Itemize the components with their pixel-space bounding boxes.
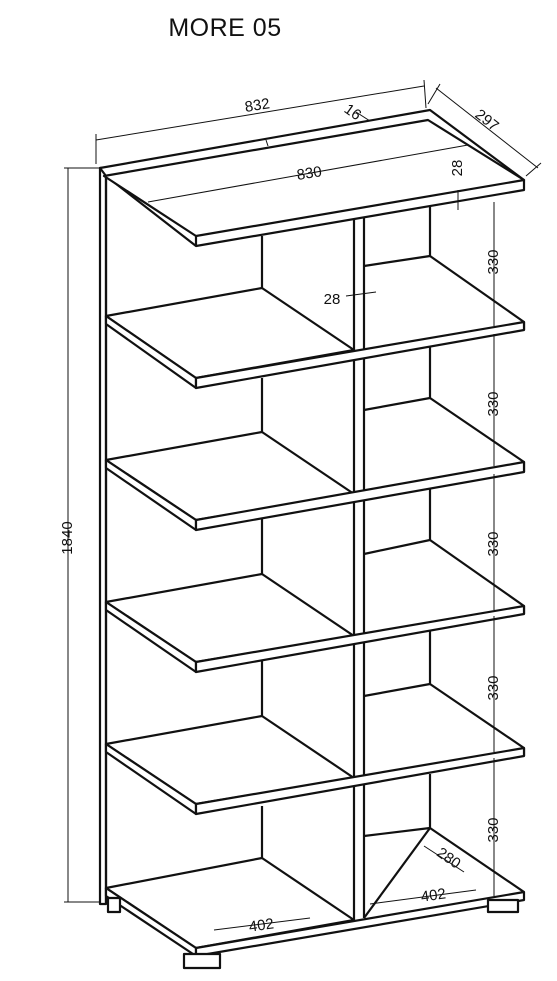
shelf-1 (104, 286, 526, 390)
shelf-spacing-label: 330 (485, 531, 502, 556)
bottom-left-width-label: 402 (248, 915, 275, 935)
overall-width-label: 832 (244, 95, 271, 116)
shelf-4 (104, 714, 526, 816)
shelf-2 (104, 430, 526, 532)
center-board-label: 28 (324, 291, 341, 308)
shelf-spacing-label: 330 (485, 817, 502, 842)
shelf-3 (104, 572, 526, 674)
bottom-depth-dimension: 280 (423, 844, 465, 872)
shelf-spacing-label: 330 (485, 675, 502, 700)
bottom-left-width-dimension: 402 (213, 915, 311, 936)
back-edges (260, 206, 432, 860)
shelf-spacing-dimensions: 330 330 330 330 330 (485, 202, 502, 896)
top-board-label: 28 (449, 160, 466, 177)
bottom-right-width-dimension: 402 (369, 885, 477, 906)
depth-label: 297 (472, 106, 502, 135)
overall-height-label: 1840 (59, 521, 76, 554)
bottom-right-width-label: 402 (420, 885, 447, 905)
overall-width-dimension: 832 (95, 79, 427, 164)
center-divider: 28 (324, 218, 377, 920)
shelf-spacing-label: 330 (485, 249, 502, 274)
overall-height-dimension: 1840 (59, 167, 106, 903)
bottom-board (104, 826, 526, 958)
inner-width-label: 830 (296, 163, 323, 184)
shelf-spacing-label: 330 (485, 391, 502, 416)
top-board: 830 28 (98, 108, 526, 248)
feet (106, 896, 520, 970)
top-thickness-label: 16 (341, 101, 364, 124)
left-side-panel (98, 166, 108, 906)
product-title: MORE 05 (168, 14, 282, 42)
